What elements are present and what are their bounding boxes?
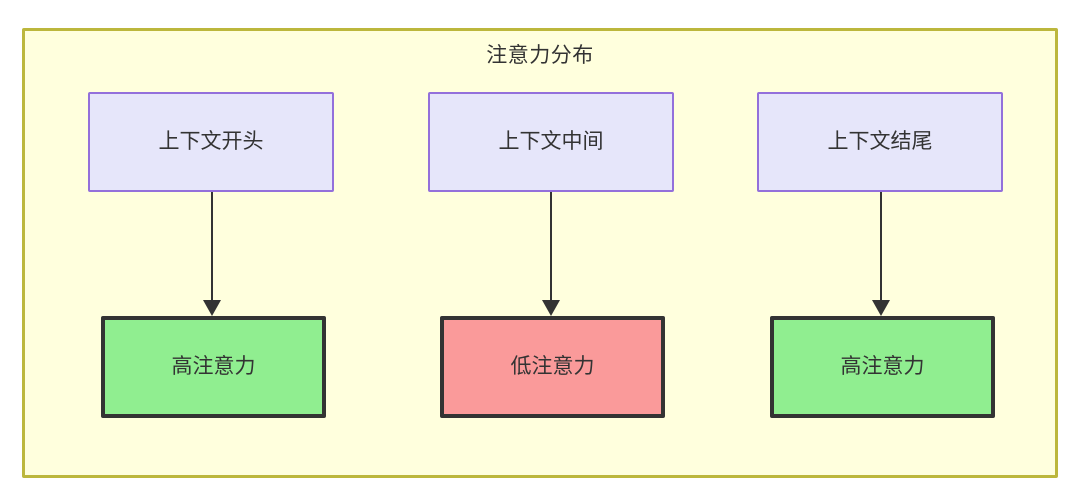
node-attention-start[interactable]: 高注意力 <box>101 316 326 418</box>
subgraph-title: 注意力分布 <box>486 44 594 67</box>
node-context-middle-label: 上下文中间 <box>498 130 604 154</box>
node-context-end[interactable]: 上下文结尾 <box>757 92 1003 192</box>
node-context-start[interactable]: 上下文开头 <box>88 92 334 192</box>
node-attention-end[interactable]: 高注意力 <box>770 316 995 418</box>
node-context-middle[interactable]: 上下文中间 <box>428 92 674 192</box>
node-context-start-label: 上下文开头 <box>158 130 264 154</box>
node-context-end-label: 上下文结尾 <box>827 130 933 154</box>
node-attention-middle[interactable]: 低注意力 <box>440 316 665 418</box>
node-attention-start-label: 高注意力 <box>171 355 256 379</box>
node-attention-middle-label: 低注意力 <box>510 355 595 379</box>
node-attention-end-label: 高注意力 <box>840 355 925 379</box>
